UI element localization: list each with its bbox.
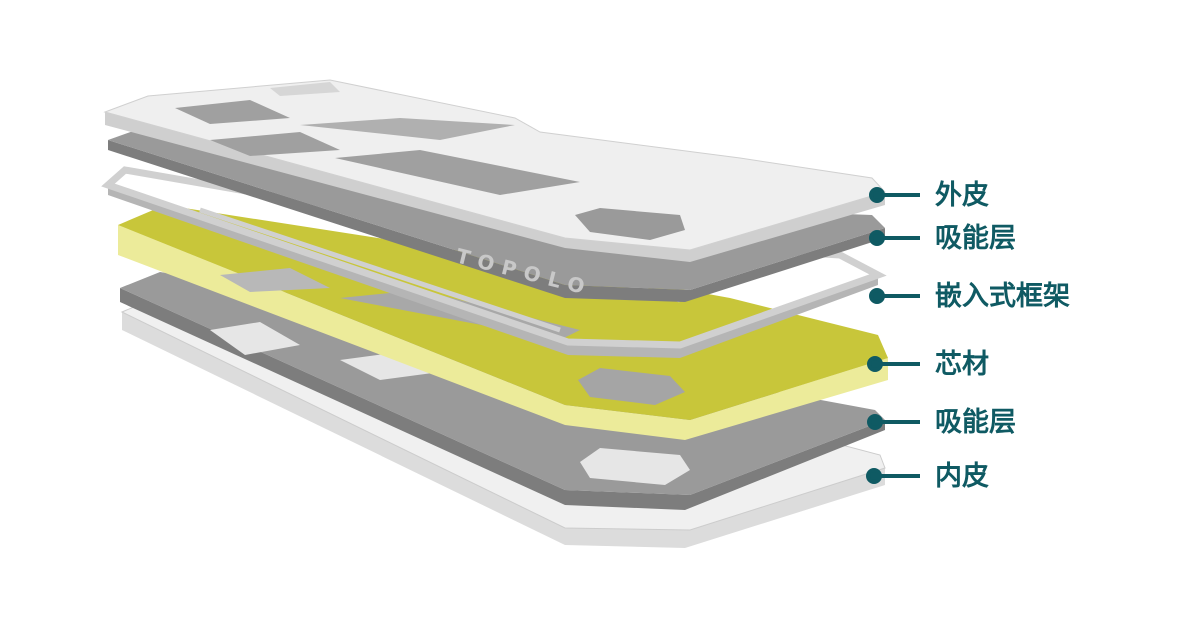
leader-lines xyxy=(866,187,920,484)
label-absorber-bottom: 吸能层 xyxy=(935,407,1016,438)
label-frame: 嵌入式框架 xyxy=(935,281,1070,312)
label-outer-skin: 外皮 xyxy=(935,180,989,211)
label-absorber-top: 吸能层 xyxy=(935,223,1016,254)
label-inner-skin: 内皮 xyxy=(935,461,989,492)
label-core: 芯材 xyxy=(935,349,989,380)
outer-skin-layer xyxy=(103,79,886,262)
